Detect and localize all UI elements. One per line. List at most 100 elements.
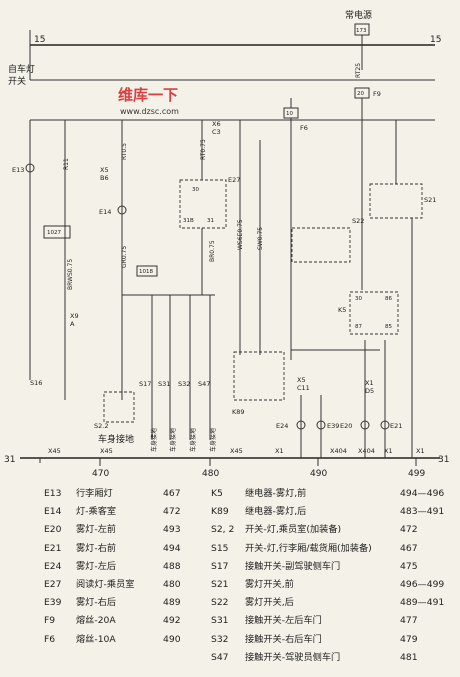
legend-ref: 496—499: [400, 579, 445, 590]
legend-code: S32: [211, 633, 229, 645]
legend-ref: 467: [400, 542, 418, 554]
legend-code: E14: [44, 506, 62, 518]
legend-code: K5: [211, 488, 223, 499]
switch-s2-2-box: [103, 391, 135, 423]
connector-x9-pin: A: [70, 320, 75, 328]
switch-s21-label: S21: [424, 196, 436, 204]
legend-code: S17: [211, 560, 229, 572]
switch-s22-box: [291, 227, 351, 263]
connector-1018-label: 1018: [139, 269, 153, 275]
legend-code: S2, 2: [211, 524, 235, 536]
legend-ref: 472: [163, 506, 181, 518]
legend-name: 雾灯开关,后: [245, 597, 294, 609]
legend-ref: 493: [163, 524, 181, 536]
lamp-e39-label: E39: [327, 422, 339, 430]
watermark-url: www.dzsc.com: [120, 107, 179, 116]
connector-x6-label: X6: [212, 120, 221, 128]
switch-s21-box: [369, 183, 423, 219]
legend-name: 开关-灯,行李厢/载货厢(加装备): [245, 542, 372, 554]
fuse-f6-value: 10: [286, 111, 293, 117]
ground-label-1: 车身接地: [98, 433, 134, 445]
legend-ref: 483—491: [400, 506, 445, 518]
legend-ref: 479: [400, 633, 418, 645]
watermark-logo: 维库一下 www.dzsc.com: [118, 86, 179, 116]
legend-name: 雾灯-右前: [76, 542, 117, 554]
bus-31-left-label: 31: [4, 455, 15, 465]
legend-ref: 488: [163, 560, 181, 572]
scale-480: 480: [202, 469, 219, 479]
lamp-e13: [25, 163, 35, 173]
connector-x1-a: X1: [275, 447, 284, 455]
legend-code: E27: [44, 579, 62, 590]
connector-c3-label: C3: [212, 128, 221, 136]
bus-31-right-label: 31: [438, 455, 449, 465]
legend-code: S47: [211, 651, 229, 663]
lamp-e21-label: E21: [390, 422, 402, 430]
legend-name: 开关-灯,乘员室(加装备): [245, 524, 342, 536]
wire-rt05-label: RT0.5: [121, 143, 128, 160]
switch-s16-label: S16: [30, 379, 42, 387]
connector-c11-label: C11: [297, 384, 310, 392]
legend-code: E39: [44, 597, 62, 609]
connector-x5b-label: X5: [297, 376, 306, 384]
e27-pin-31b: 31B: [183, 218, 194, 224]
k5-pin-85: 85: [385, 324, 392, 330]
e27-pin-30: 30: [192, 187, 199, 193]
switch-s32-label: S32: [178, 380, 190, 388]
ground-label-2: 车身接地: [150, 428, 158, 452]
lamp-e27-label: E27: [228, 176, 240, 184]
legend-name: 熔丝-20A: [76, 615, 116, 627]
switch-s31-label: S31: [158, 380, 170, 388]
scale-470: 470: [92, 469, 109, 479]
scale-499: 499: [408, 469, 425, 479]
lamp-e20-label: E20: [340, 422, 352, 430]
legend-ref: 489: [163, 597, 181, 609]
legend-name: 雾灯开关,前: [245, 579, 294, 590]
connector-b6-label: B6: [100, 174, 109, 182]
lamp-e13-label: E13: [12, 166, 24, 174]
fuse-f6-label: F6: [300, 124, 308, 132]
switch-label-line2: 开关: [8, 75, 26, 87]
legend-ref: 467: [163, 488, 181, 499]
scale-ticks: [39, 458, 417, 466]
switch-s17-label: S17: [139, 380, 151, 388]
legend-name: 行李厢灯: [76, 488, 113, 499]
legend-name: 接触开关-副驾驶侧车门: [245, 560, 341, 572]
legend-code: E13: [44, 488, 62, 499]
bus-15-left-label: 15: [34, 35, 45, 45]
switch-s22-label: S22: [352, 217, 364, 225]
legend-code: K89: [211, 506, 229, 518]
wire-rt25-label: RT25: [355, 63, 362, 78]
wire-br075-label: BR0.75: [209, 240, 216, 262]
lamp-e14-label: E14: [99, 208, 111, 216]
wire-brws-label: BRWS0.75: [67, 259, 74, 290]
fuse-box-173-label: 173: [356, 28, 367, 34]
legend-name: 雾灯-右后: [76, 597, 117, 609]
connector-1027-label: 1027: [47, 230, 61, 236]
wiring-diagram: 470 480 490 499 15 15 31 31 自车灯 开关 常电源 1…: [4, 9, 449, 479]
lamp-e24-label: E24: [276, 422, 288, 430]
legend-ref: 492: [163, 615, 181, 627]
legend-code: S15: [211, 542, 229, 554]
connector-x1-c: X1: [416, 447, 425, 455]
connector-x9-label: X9: [70, 312, 79, 320]
legend-code: F9: [44, 615, 56, 627]
e27-pin-31: 31: [207, 218, 214, 224]
ground-label-4: 车身接地: [189, 428, 197, 452]
ground-label-3: 车身接地: [169, 428, 177, 452]
legend-name: 雾灯-左后: [76, 560, 117, 572]
legend-ref: 480: [163, 579, 181, 590]
switch-s2-2-label: S2.2: [94, 422, 108, 430]
legend-code: E21: [44, 542, 62, 554]
connector-x1-label: X1: [365, 379, 374, 387]
legend-ref: 477: [400, 615, 418, 627]
legend-name: 阅读灯-乘员室: [76, 579, 135, 590]
connector-d5-label: D5: [365, 387, 374, 395]
relay-k89-label: K89: [232, 408, 245, 416]
power-source-label: 常电源: [345, 9, 372, 21]
connector-x1-b: X1: [384, 447, 393, 455]
connector-x404-a: X404: [330, 447, 347, 455]
legend-name: 熔丝-10A: [76, 633, 116, 645]
legend-ref: 489—491: [400, 597, 445, 609]
relay-k89-box: [233, 351, 285, 401]
